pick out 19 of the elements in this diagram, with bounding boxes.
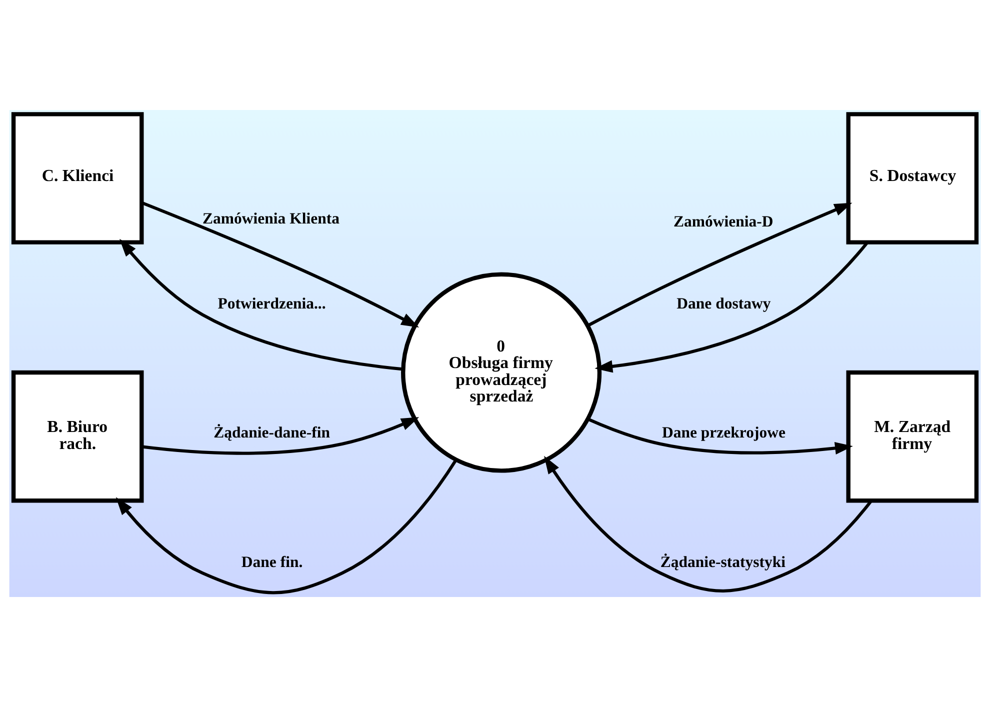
edge-label: Dane dostawy	[676, 294, 770, 312]
arrow	[141, 416, 419, 454]
arrow	[118, 238, 403, 370]
arrow	[544, 455, 872, 592]
edge-label: Żądanie-statystyki	[660, 553, 786, 570]
arrow	[586, 202, 852, 326]
edge-label: Zamówienia Klienta	[202, 210, 339, 227]
arrow	[115, 458, 457, 594]
node-box: M. Zarząd firmy	[846, 370, 978, 502]
edge-label: Potwierdzenia...	[217, 294, 326, 312]
node-box: S. Dostawcy	[846, 112, 978, 244]
edge-label: Dane fin.	[240, 553, 302, 570]
edge-label: Dane przekrojowe	[661, 424, 785, 442]
node-box: B. Biuro rach.	[10, 370, 144, 502]
edge-label: Żądanie-dane-fin	[213, 424, 330, 442]
arrow	[140, 200, 419, 328]
edge-label: Zamówienia-D	[673, 213, 773, 230]
node-box: C. Klienci	[10, 112, 144, 244]
arrow	[586, 417, 852, 454]
